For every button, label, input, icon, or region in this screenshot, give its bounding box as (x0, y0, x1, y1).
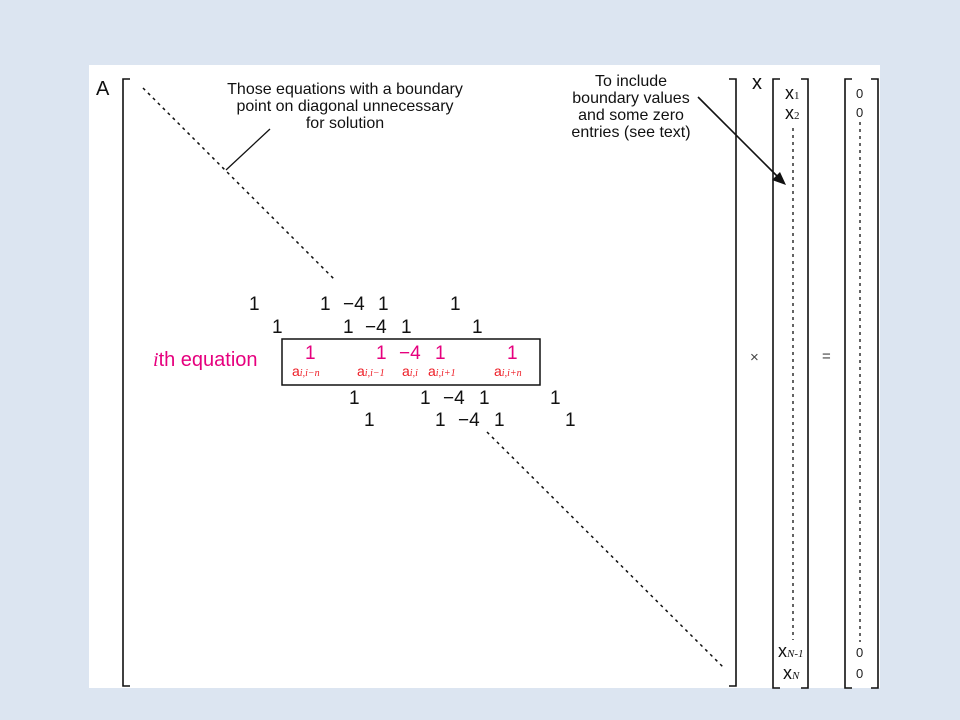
right-note-arrow-line (697, 96, 778, 177)
row1-entry-1: 1 (249, 294, 260, 315)
x-base: x (783, 663, 792, 683)
row5-entry-5: 1 (565, 410, 576, 431)
ith-equation-box (281, 338, 541, 386)
coef-label-i-minus-1: ai,i−1 (357, 364, 385, 379)
vector-x-label: x (752, 72, 762, 94)
row2-entry-3: −4 (365, 317, 387, 338)
coef-sub: i,i+1 (435, 368, 456, 379)
row2-entry-1: 1 (272, 317, 283, 338)
coef-sub: i,i−n (299, 368, 320, 379)
coef-label-i-plus-n: ai,i+n (494, 364, 522, 379)
coef-sub: i,i+n (501, 368, 522, 379)
diagram-panel (89, 65, 880, 688)
ith-entry-3: −4 (399, 343, 421, 364)
zero-left-bracket (844, 78, 852, 689)
ith-equation-index: i (153, 349, 159, 371)
row4-entry-5: 1 (550, 388, 561, 409)
ith-equation-label: ith equation (153, 350, 258, 370)
note-right-line-1: To include (594, 73, 668, 90)
coef-label-i-i: ai,i (402, 364, 418, 379)
note-boundary-values: To include boundary values and some zero… (548, 73, 714, 141)
coef-label-i-plus-1: ai,i+1 (428, 364, 456, 379)
ith-equation-text: th equation (158, 349, 258, 371)
x-right-bracket (801, 78, 809, 689)
note-left-line-1: Those equations with a boundary (227, 81, 463, 98)
row1-entry-4: 1 (378, 294, 389, 315)
x-entry-n: xN (783, 664, 799, 682)
upper-diagonal-dots (142, 87, 335, 280)
x-sub: N-1 (787, 648, 804, 660)
coef-sub: i,i (409, 368, 418, 379)
times-symbol: × (750, 349, 759, 366)
ith-entry-4: 1 (435, 343, 446, 364)
matrix-a-label: A (96, 78, 110, 100)
ith-entry-5: 1 (507, 343, 518, 364)
x-entry-n-minus-1: xN-1 (778, 642, 804, 660)
coef-base: a (292, 363, 300, 379)
x-sub: 2 (794, 110, 800, 122)
note-left-line-2: point on diagonal unnecessary (236, 98, 454, 115)
row4-entry-1: 1 (349, 388, 360, 409)
lower-diagonal-dots (486, 431, 725, 669)
row5-entry-1: 1 (364, 410, 375, 431)
row5-entry-4: 1 (494, 410, 505, 431)
row1-entry-3: −4 (343, 294, 365, 315)
row1-entry-2: 1 (320, 294, 331, 315)
coef-base: a (402, 363, 410, 379)
row5-entry-3: −4 (458, 410, 480, 431)
x-sub: 1 (794, 90, 800, 102)
row2-entry-4: 1 (401, 317, 412, 338)
row5-entry-2: 1 (435, 410, 446, 431)
rhs-zero-2: 0 (856, 105, 864, 120)
x-base: x (785, 103, 794, 123)
right-note-arrowhead (772, 172, 786, 185)
note-boundary-equations: Those equations with a boundary point on… (170, 81, 520, 132)
matrix-right-bracket (729, 78, 737, 687)
coef-base: a (494, 363, 502, 379)
row2-entry-2: 1 (343, 317, 354, 338)
x-left-bracket (772, 78, 780, 689)
note-left-line-3: for solution (305, 115, 385, 132)
row4-entry-2: 1 (420, 388, 431, 409)
note-right-line-3: and some zero (578, 107, 684, 124)
rhs-zero-3: 0 (856, 645, 864, 660)
coef-sub: i,i−1 (364, 368, 385, 379)
ith-entry-2: 1 (376, 343, 387, 364)
row4-entry-3: −4 (443, 388, 465, 409)
x-base: x (785, 83, 794, 103)
x-base: x (778, 641, 787, 661)
row1-entry-5: 1 (450, 294, 461, 315)
x-entry-1: x1 (785, 84, 800, 102)
rhs-zero-4: 0 (856, 666, 864, 681)
matrix-left-bracket (122, 78, 130, 687)
left-note-leader (225, 128, 271, 171)
x-sub: N (792, 670, 800, 682)
note-right-line-2: boundary values (572, 90, 690, 107)
rhs-zero-1: 0 (856, 86, 864, 101)
zero-right-bracket (871, 78, 879, 689)
note-right-line-4: entries (see text) (571, 124, 691, 141)
x-entry-2: x2 (785, 104, 800, 122)
coef-base: a (357, 363, 365, 379)
equals-symbol: = (822, 348, 831, 365)
row4-entry-4: 1 (479, 388, 490, 409)
coef-label-i-minus-n: ai,i−n (292, 364, 320, 379)
coef-base: a (428, 363, 436, 379)
ith-entry-1: 1 (305, 343, 316, 364)
row2-entry-5: 1 (472, 317, 483, 338)
